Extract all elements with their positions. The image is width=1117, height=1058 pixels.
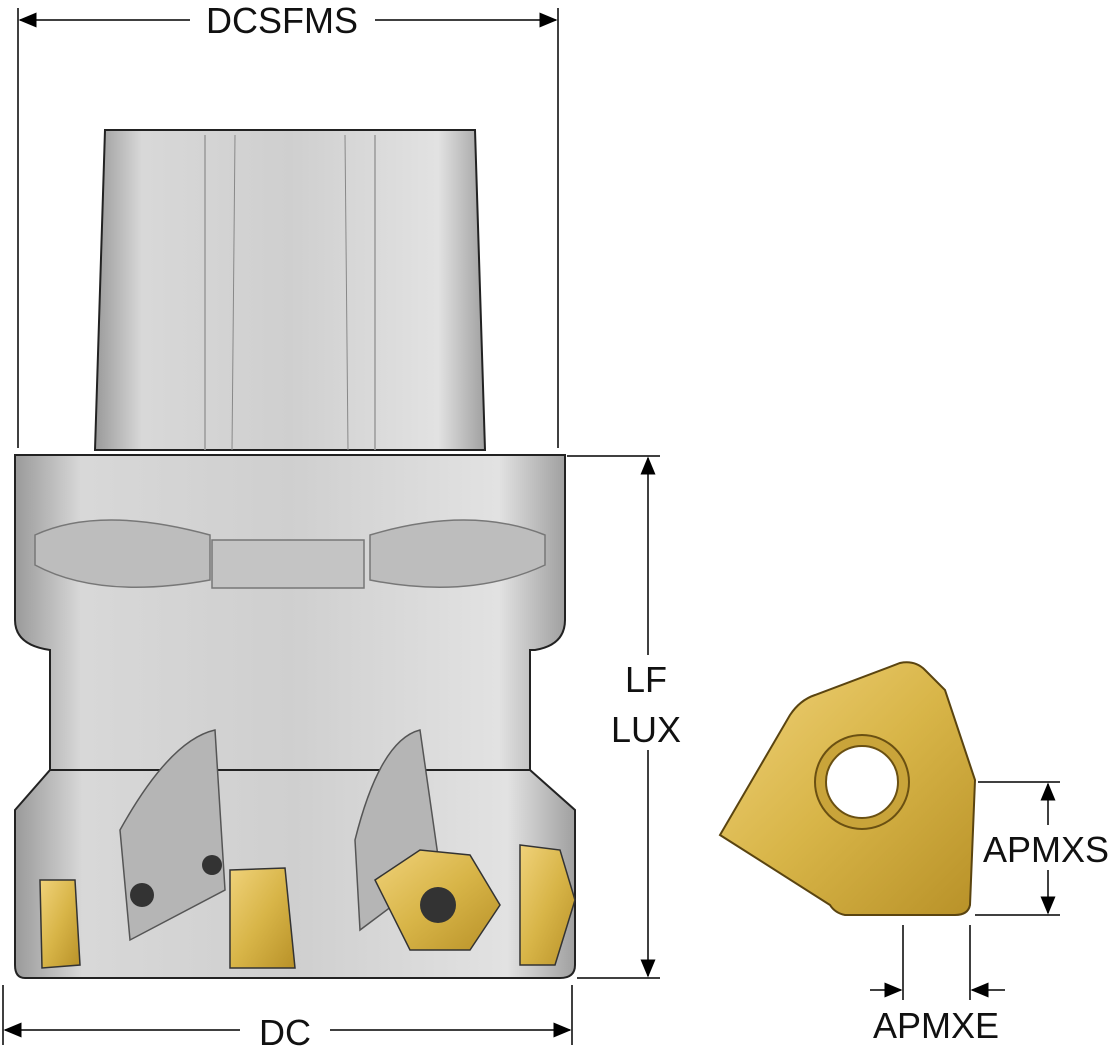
lux-label: LUX <box>611 709 681 750</box>
lf-label: LF <box>625 659 667 700</box>
shank <box>93 129 487 451</box>
apmxe-label: APMXE <box>873 1005 999 1046</box>
mounted-insert-1 <box>39 879 81 969</box>
drive-slot-right <box>369 519 546 589</box>
apmxs-label: APMXS <box>983 829 1109 870</box>
mounted-insert-2 <box>229 867 296 969</box>
cutter-body <box>14 129 576 979</box>
dcsfms-label: DCSFMS <box>206 0 358 41</box>
insert <box>718 661 977 916</box>
dc-label: DC <box>259 1012 311 1053</box>
drive-slot-left <box>34 519 211 589</box>
cutter-head <box>14 769 576 979</box>
mounted-insert-4 <box>519 844 576 966</box>
flange <box>14 454 566 771</box>
dimension-lines <box>2 8 1060 1045</box>
